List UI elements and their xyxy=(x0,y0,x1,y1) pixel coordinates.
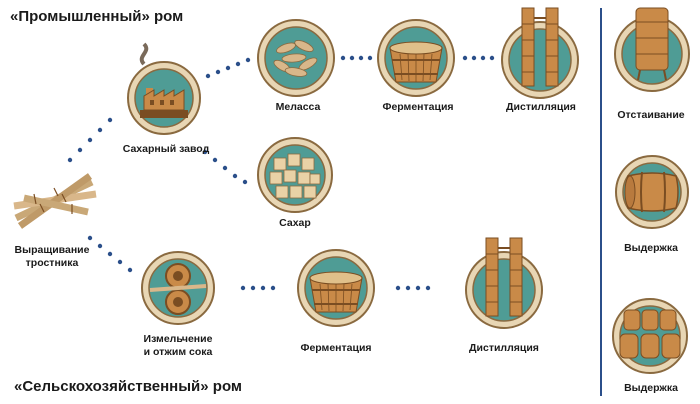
label-cane: Выращивание тростника xyxy=(14,244,90,269)
label-molasses: Меласса xyxy=(275,101,321,113)
factory-icon xyxy=(126,60,202,136)
settling-tank-icon xyxy=(612,4,692,94)
section-divider xyxy=(600,8,602,396)
crushing-mill-icon xyxy=(140,250,216,326)
label-distillation-bottom: Дистилляция xyxy=(469,342,539,354)
label-aging-2: Выдержка xyxy=(624,382,678,394)
title-industrial-rum: «Промышленный» ром xyxy=(10,8,184,25)
label-crushing: Измельчение и отжим сока xyxy=(143,333,213,358)
molasses-icon xyxy=(256,18,336,98)
label-fermentation-bottom: Ферментация xyxy=(300,342,372,354)
label-settling: Отстаивание xyxy=(617,109,685,121)
fermentation-vat-icon-bottom xyxy=(296,248,376,328)
label-aging-1: Выдержка xyxy=(624,242,678,254)
label-sugar-factory: Сахарный завод xyxy=(122,143,210,155)
distillation-column-icon-bottom xyxy=(464,234,544,330)
label-sugar: Сахар xyxy=(279,217,311,229)
label-distillation-top: Дистилляция xyxy=(506,101,576,113)
title-agricultural-rum: «Сельскохозяйственный» ром xyxy=(14,378,243,395)
fermentation-vat-icon-top xyxy=(376,18,456,98)
label-fermentation-top: Ферментация xyxy=(382,101,454,113)
barrel-icon xyxy=(614,154,690,230)
barrels-stack-icon xyxy=(610,296,690,376)
smoke-icon xyxy=(139,42,149,66)
sugar-cubes-icon xyxy=(256,136,334,214)
distillation-column-icon-top xyxy=(500,4,580,100)
sugar-cane-icon xyxy=(10,168,102,234)
